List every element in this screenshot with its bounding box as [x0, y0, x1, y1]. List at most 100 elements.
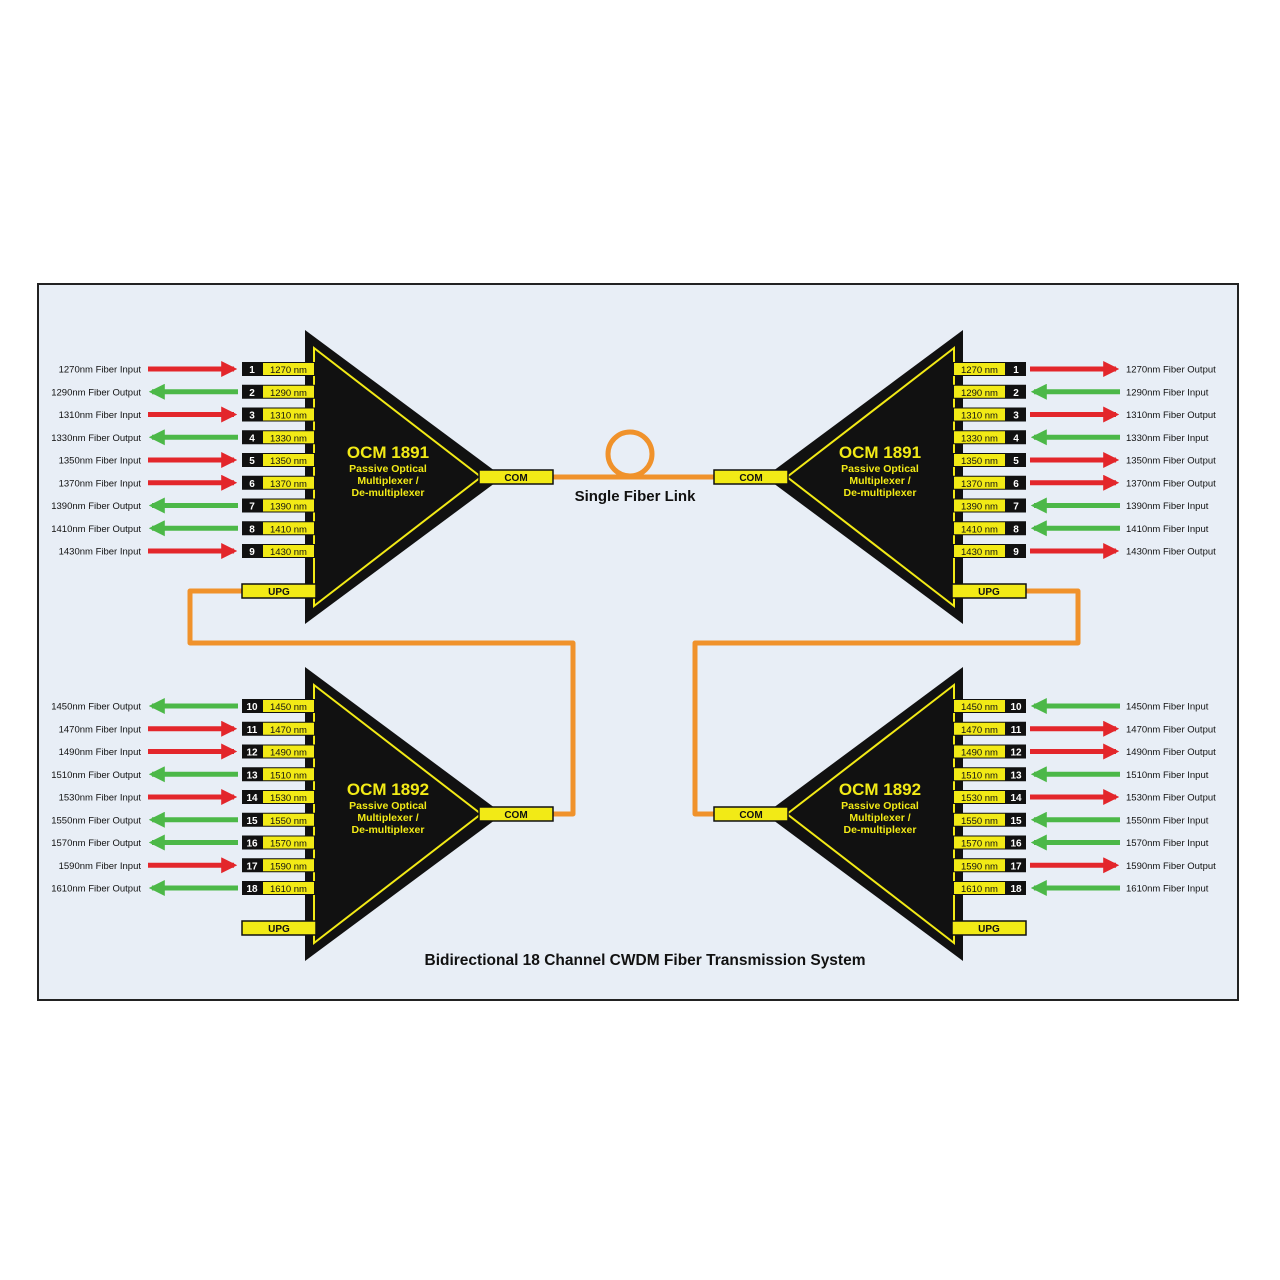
wavelength-box	[263, 408, 314, 421]
port-description: 1550nm Fiber Output	[51, 815, 141, 826]
description-line: De-multiplexer	[352, 487, 425, 499]
wavelength-box	[954, 408, 1005, 421]
wavelength-label: 1290 nm	[961, 388, 998, 399]
upg-to-com-link-right	[692, 588, 1081, 817]
wavelength-label: 1450 nm	[270, 702, 307, 713]
channel-number: 16	[246, 839, 258, 850]
channel-number: 5	[1013, 456, 1019, 467]
port-description: 1610nm Fiber Output	[51, 884, 141, 895]
wavelength-label: 1510 nm	[961, 770, 998, 781]
wavelength-box	[263, 768, 314, 781]
upg-port-label: UPG	[268, 924, 290, 935]
description-line: Multiplexer /	[849, 812, 910, 824]
port-description: 1270nm Fiber Output	[1126, 365, 1216, 376]
wavelength-box	[263, 499, 314, 512]
port-description: 1550nm Fiber Input	[1126, 815, 1209, 826]
wavelength-box	[954, 768, 1005, 781]
description-line: Passive Optical	[841, 463, 919, 475]
wavelength-box	[263, 700, 314, 712]
upg-to-com-link-left	[187, 588, 576, 817]
channel-number: 8	[1013, 524, 1019, 535]
description-line: Multiplexer /	[849, 475, 910, 487]
com-port[interactable]	[478, 806, 554, 822]
wavelength-box	[954, 791, 1005, 803]
com-port[interactable]	[713, 806, 789, 822]
channel-number: 7	[1013, 502, 1019, 513]
port-description: 1470nm Fiber Input	[59, 724, 142, 735]
wavelength-label: 1610 nm	[961, 884, 998, 895]
channel-number: 2	[1013, 388, 1019, 399]
channel-number: 15	[1010, 816, 1022, 827]
wavelength-label: 1390 nm	[270, 502, 307, 513]
channel-number: 1	[1013, 365, 1019, 376]
wavelength-label: 1310 nm	[961, 411, 998, 422]
wavelength-box	[954, 385, 1005, 398]
upg-port[interactable]	[951, 583, 1027, 599]
port-description: 1430nm Fiber Input	[59, 547, 142, 558]
description-line: Multiplexer /	[357, 812, 418, 824]
upg-port[interactable]	[951, 920, 1027, 936]
single-fiber-link-label: Single Fiber Link	[575, 488, 697, 505]
channel-number: 17	[246, 861, 258, 872]
channel-number: 6	[249, 479, 255, 490]
model-label: OCM 1892	[839, 780, 921, 799]
wavelength-label: 1570 nm	[270, 839, 307, 850]
com-port-label: COM	[739, 810, 762, 821]
port-description: 1590nm Fiber Input	[59, 861, 142, 872]
port-description: 1310nm Fiber Output	[1126, 410, 1216, 421]
wavelength-box	[263, 454, 314, 466]
port-description: 1610nm Fiber Input	[1126, 884, 1209, 895]
port-description: 1290nm Fiber Output	[51, 387, 141, 398]
wavelength-box	[954, 813, 1005, 826]
com-port[interactable]	[713, 469, 789, 485]
description-line: Passive Optical	[349, 800, 427, 812]
description-line: De-multiplexer	[844, 487, 917, 499]
upg-port[interactable]	[241, 920, 317, 936]
com-port[interactable]	[478, 469, 554, 485]
port-description: 1490nm Fiber Input	[59, 747, 142, 758]
fiber-links	[187, 429, 1081, 817]
mux-triangle	[305, 330, 503, 624]
mux-triangle	[765, 330, 963, 624]
channel-number: 17	[1010, 861, 1022, 872]
upg-port[interactable]	[241, 583, 317, 599]
port-description: 1370nm Fiber Input	[59, 478, 142, 489]
